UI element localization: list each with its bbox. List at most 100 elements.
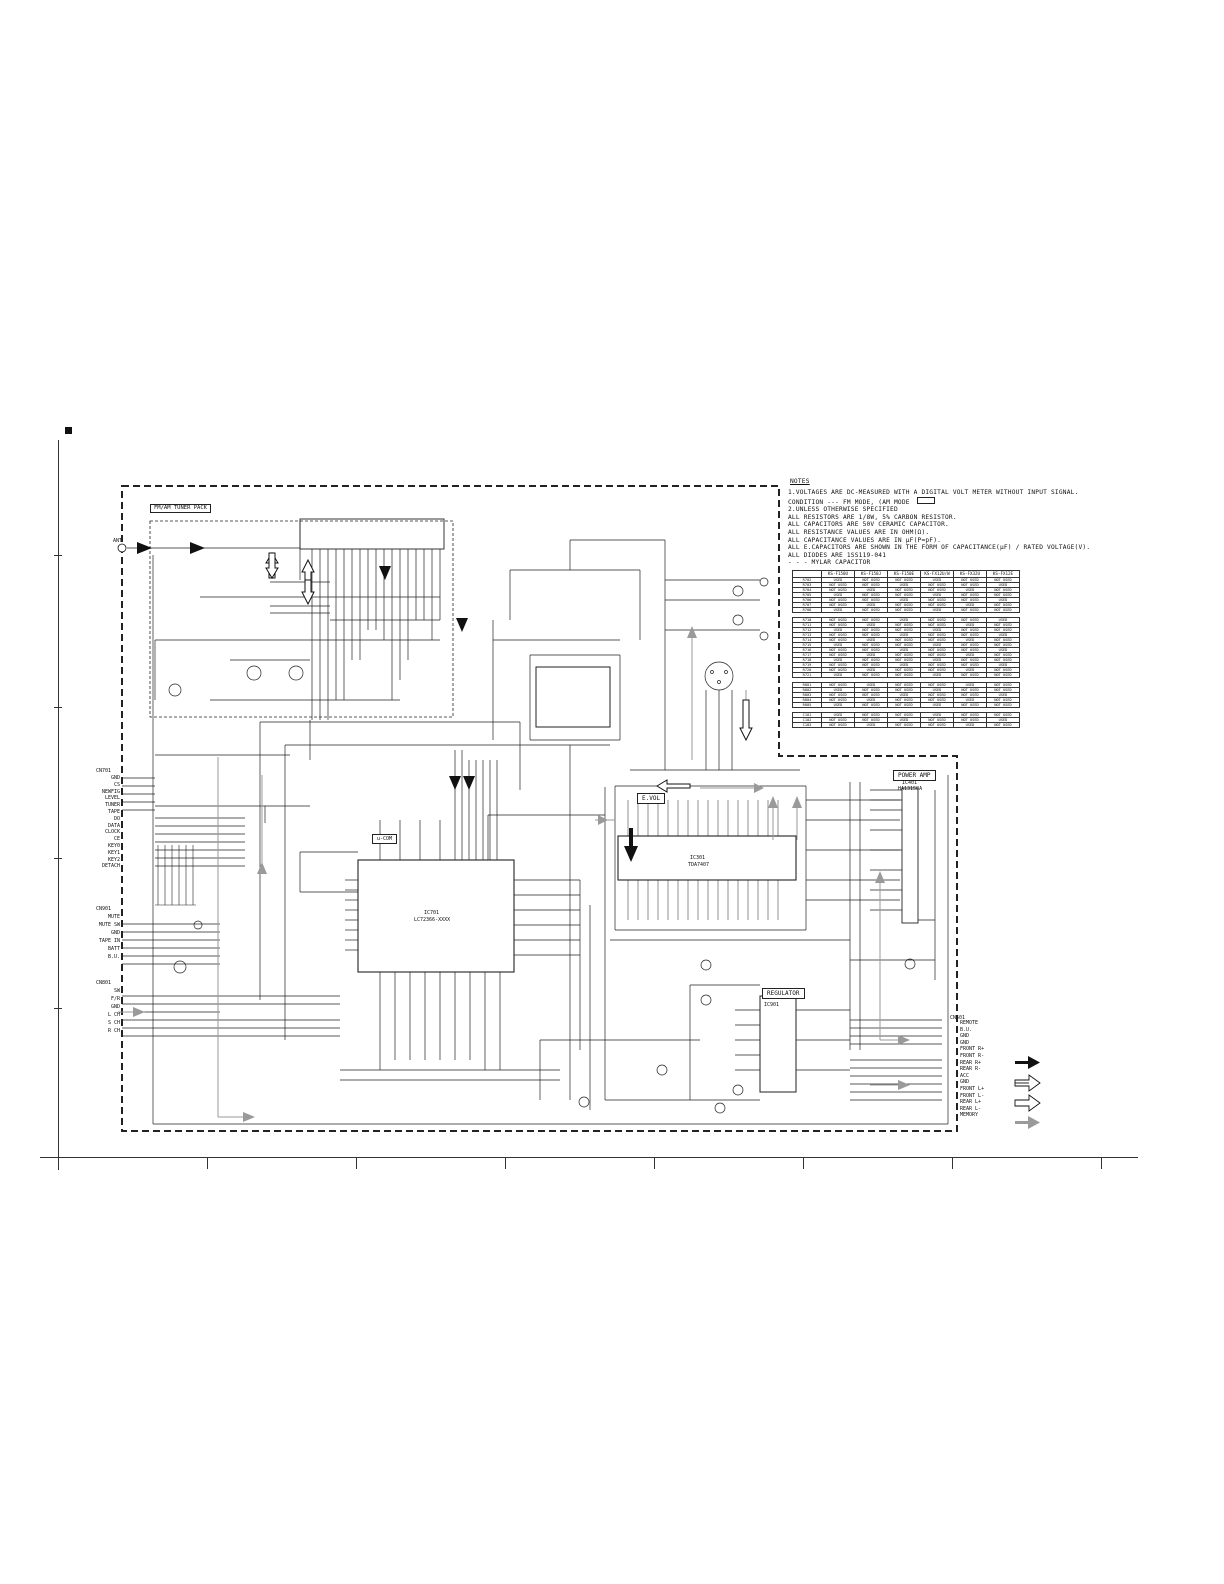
table-corner [792, 570, 822, 578]
table-cell: NOT USED [887, 722, 921, 728]
connector-pin-label: FRONT L+ [960, 1085, 985, 1092]
table-cell: NOT USED [986, 607, 1020, 613]
am-mode-box [916, 496, 935, 504]
antenna-label: ANT [113, 538, 123, 544]
notes-line: ALL E.CAPACITORS ARE SHOWN IN THE FORM O… [788, 544, 1091, 552]
connector-pin-label: KEY1 [107, 849, 120, 856]
connector-pin-label: GND [960, 1039, 970, 1046]
connector-pin-label: ACC [960, 1072, 970, 1079]
ruler-tick [1101, 1157, 1102, 1169]
ruler-tick [654, 1157, 655, 1169]
connector-pin-label: CLOCK [104, 829, 120, 836]
table-col-header: KS-F150J [854, 570, 888, 578]
table-col-header: KS-FX12E [986, 570, 1020, 578]
notes-line: 1.VOLTAGES ARE DC-MEASURED WITH A DIGITA… [788, 489, 1079, 496]
connector-pin-label: REMOTE [960, 1020, 979, 1026]
table-col-header: KS-F150E [887, 570, 921, 578]
connector-pin-label: REAR L+ [960, 1099, 982, 1106]
connector-pin-label: CE [113, 836, 120, 843]
connector-pin-label: BATT [107, 946, 120, 952]
left-border-line [58, 440, 59, 1170]
table-cell: NOT USED [986, 702, 1020, 708]
table-cell: NOT USED [920, 722, 954, 728]
mcu-part: LC72366-XXXX [414, 917, 451, 923]
mcu-label: u-COM [372, 834, 398, 844]
connector-pin-label: SW [113, 988, 120, 994]
mcu-ref: IC701 [424, 910, 440, 916]
connector-pin-label: DETACH [101, 863, 120, 870]
left-tick [54, 1008, 62, 1009]
connector-pin-label: GND [110, 1004, 120, 1010]
left-tick [54, 858, 62, 859]
cn701-ref: CN701 [96, 768, 112, 774]
connector-pin-label: FRONT R- [960, 1052, 985, 1059]
cn901-ref: CN901 [96, 906, 112, 912]
left-tick [54, 555, 62, 556]
bottom-ruler-line [40, 1157, 1138, 1158]
notes-line: 2.UNLESS OTHERWISE SPECIFIED [788, 506, 898, 514]
connector-pin-label: KEY0 [107, 842, 120, 849]
table-col-header: KS-FX32U [953, 570, 987, 578]
notes-line: CONDITION --- FM MODE, (AM MODE [788, 498, 910, 506]
connector-pin-label: GND [110, 775, 120, 781]
table-cell: NOT USED [986, 672, 1020, 678]
tuner-pack-label: FM/AM TUNER PACK [150, 504, 211, 513]
table-cell: USED [953, 722, 987, 728]
cn501-ref: CN501 [950, 1015, 966, 1021]
amp-part: HA13158A [898, 786, 923, 792]
evol-part: TDA7407 [688, 862, 710, 868]
connector-pin-label: REAR L- [960, 1105, 982, 1112]
connector-pin-label: KEY2 [107, 856, 120, 863]
page-marker-square [65, 427, 72, 434]
connector-pin-label: DO [113, 815, 120, 822]
connector-pin-label: B.U. [960, 1026, 973, 1033]
connector-pin-label: CS [113, 781, 120, 788]
evol-label: E.VOL [637, 793, 666, 804]
cn801-ref: CN801 [96, 980, 112, 986]
connector-pin-label: TAPE [107, 808, 120, 815]
notes-line: - - - MYLAR CAPACITOR [788, 559, 871, 567]
ruler-tick [207, 1157, 208, 1169]
model-table: KS-F150U KS-F150J KS-F150E KS-FX12U/W KS… [792, 570, 1020, 728]
connector-pin-label: NEWFIG [101, 788, 120, 795]
connector-pin-label: TAPE IN [98, 938, 120, 944]
notes-line: ALL RESISTANCE VALUES ARE IN OHM(Ω). [788, 528, 930, 536]
table-col-header: KS-F150U [821, 570, 855, 578]
reg-ref: IC901 [764, 1002, 780, 1008]
connector-pin-label: S CH [107, 1020, 120, 1026]
connector-pin-label: L CH [107, 1012, 120, 1018]
ruler-tick [356, 1157, 357, 1169]
connector-pin-label: B.U. [107, 954, 120, 960]
table-col-header: KS-FX12U/W [920, 570, 954, 578]
notes-line: ALL CAPACITORS ARE 50V CERAMIC CAPACITOR… [788, 521, 949, 529]
notes-line: ALL CAPACITANCE VALUES ARE IN μF(P=pF). [788, 536, 942, 544]
connector-pin-label: REAR R- [960, 1066, 982, 1073]
ruler-tick [505, 1157, 506, 1169]
connector-pin-label: TUNER [104, 802, 120, 809]
table-cell: NOT USED [821, 722, 855, 728]
notes-line: ALL DIODES ARE 1SS119-041 [788, 551, 887, 559]
connector-pin-label: GND [960, 1079, 970, 1086]
connector-pin-label: GND [960, 1033, 970, 1040]
connector-pin-label: LEVEL [104, 795, 120, 802]
connector-pin-label: GND [110, 930, 120, 936]
ruler-tick [58, 1157, 59, 1169]
ruler-tick [803, 1157, 804, 1169]
connector-pin-label: FRONT L- [960, 1092, 985, 1099]
table-row-label: C103 [792, 722, 822, 728]
notes-line: ALL RESISTORS ARE 1/8W, 5% CARBON RESIST… [788, 513, 957, 521]
regulator-label: REGULATOR [762, 988, 805, 999]
notes-block: 1.VOLTAGES ARE DC-MEASURED WITH A DIGITA… [788, 489, 1090, 567]
connector-pin-label: MUTE SW [98, 922, 120, 928]
